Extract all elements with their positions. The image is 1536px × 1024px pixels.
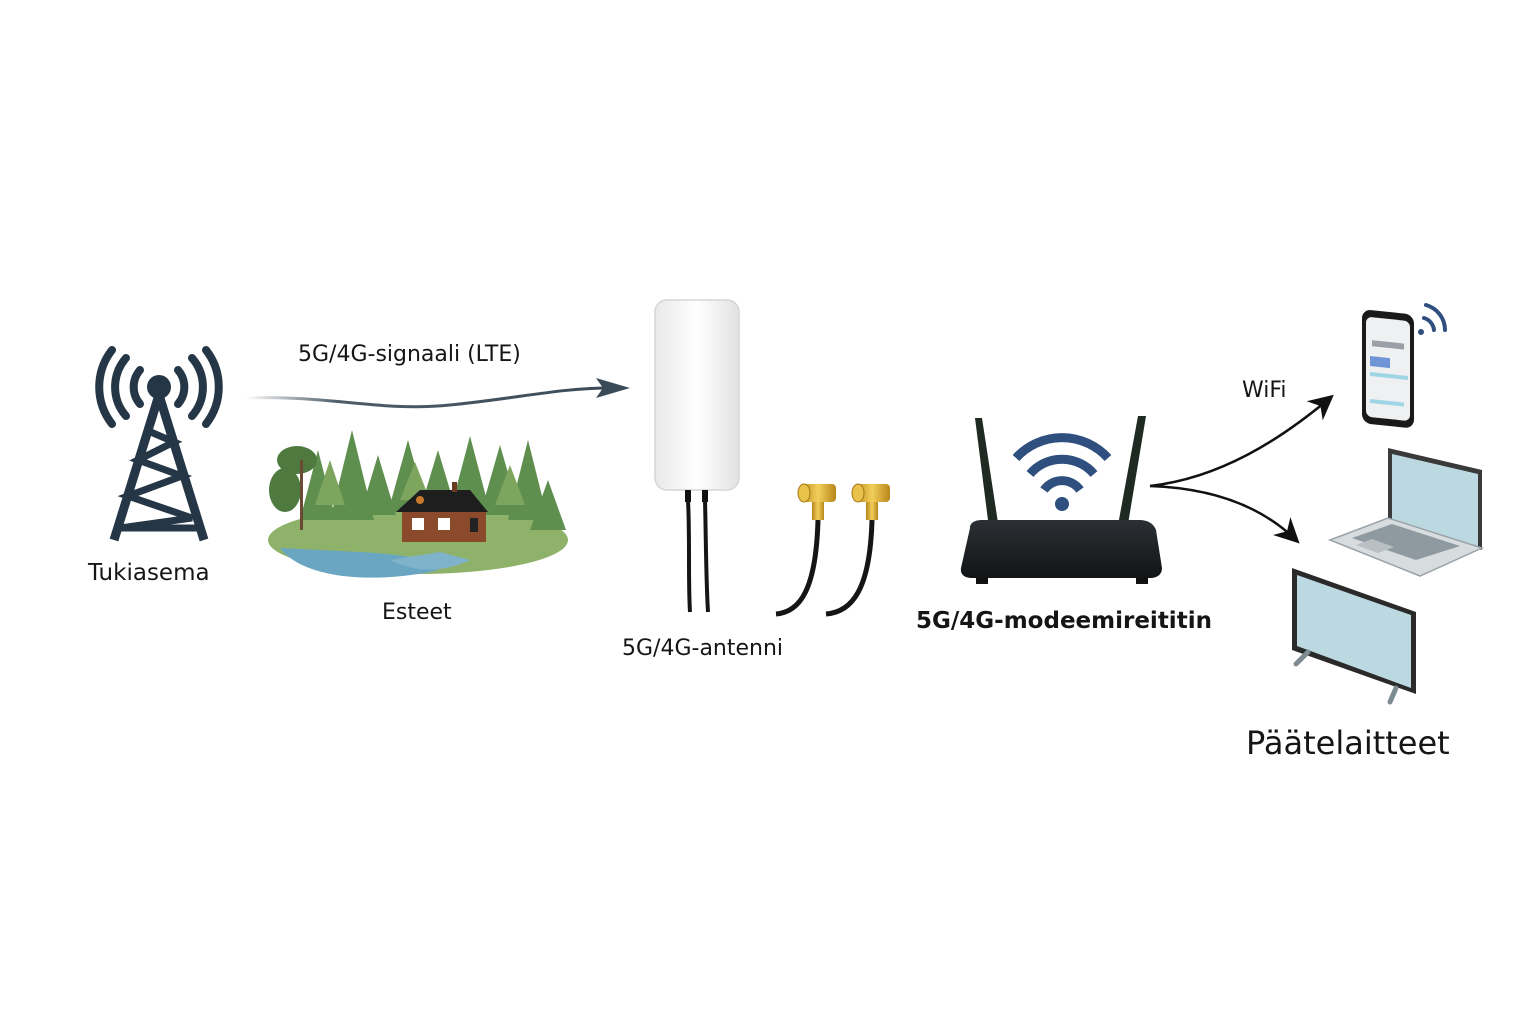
cabin	[396, 482, 488, 542]
base-station-label: Tukiasema	[88, 560, 210, 586]
smartphone-icon	[1362, 310, 1414, 428]
arrow-to-laptop	[1149, 484, 1300, 544]
signal-label: 5G/4G-signaali (LTE)	[298, 342, 521, 367]
router-label: 5G/4G-modeemireititin	[916, 608, 1212, 634]
obstacles-label: Esteet	[382, 600, 452, 625]
router-icon	[960, 416, 1162, 584]
connector-2	[851, 483, 890, 520]
tv-icon	[1292, 568, 1416, 705]
arrow-to-phone	[1149, 394, 1334, 488]
antenna-label: 5G/4G-antenni	[622, 636, 784, 661]
mimo-antenna-icon	[654, 299, 890, 617]
forest-cabin-illustration	[268, 430, 568, 578]
signal-arrow	[245, 378, 630, 409]
laptop-icon	[1327, 448, 1485, 577]
wifi-icon	[1012, 433, 1112, 511]
wifi-label: WiFi	[1242, 378, 1287, 403]
cell-tower-icon	[95, 346, 223, 542]
phone-wifi-icon	[1418, 303, 1447, 335]
devices-label: Päätelaitteet	[1246, 724, 1450, 762]
connector-1	[797, 483, 836, 520]
wifi-arrows	[1149, 394, 1334, 544]
